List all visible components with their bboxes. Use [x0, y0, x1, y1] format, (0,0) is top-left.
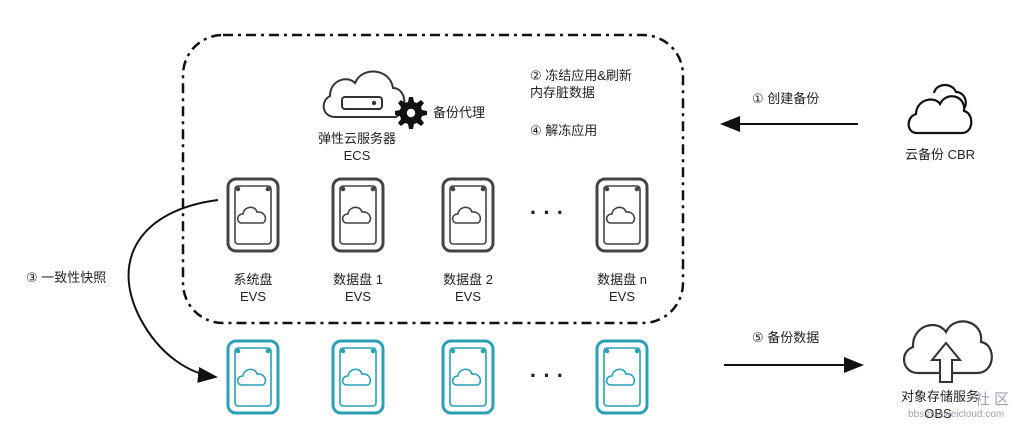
- obs-label-line2: OBS: [924, 406, 952, 421]
- disk-name-label: 数据盘 n: [597, 272, 647, 287]
- ecs-name-label: 弹性云服务器: [317, 131, 397, 146]
- disk-name-label: 数据盘 2: [443, 272, 493, 287]
- snapshot-disk-row: [226, 339, 649, 415]
- watermark-url: bbs.huaweicloud.com: [908, 409, 1005, 420]
- evs-disk-icon: [441, 177, 495, 253]
- obs-cloud-icon: [903, 320, 993, 383]
- snapshot-disk-icon: [226, 339, 280, 415]
- disk-type-label: EVS: [344, 289, 372, 304]
- step2-label-line1: ② 冻结应用&刷新: [530, 68, 632, 83]
- evs-disk-icon: [331, 177, 385, 253]
- disk-name-label: 数据盘 1: [333, 272, 383, 287]
- evs-disk-row: [226, 177, 649, 253]
- ecs-boundary: [181, 33, 685, 325]
- watermark-text: 社 区: [975, 391, 1010, 408]
- evs-disk-icon: [595, 177, 649, 253]
- snapshot-disk-icon: [331, 339, 385, 415]
- snapshot-ellipsis: · · ·: [529, 363, 565, 388]
- cbr-label: 云备份 CBR: [904, 147, 976, 162]
- gear-icon: [395, 97, 427, 129]
- snapshot-disk-icon: [441, 339, 495, 415]
- disk-type-label: EVS: [608, 289, 636, 304]
- evs-disk-icon: [226, 177, 280, 253]
- backup-agent-label: 备份代理: [433, 105, 486, 120]
- cbr-cloud-icon: [907, 83, 973, 135]
- ecs-server-icon: [322, 70, 406, 118]
- step1-label: ① 创建备份: [752, 91, 820, 106]
- snapshot-curve-arrow: [127, 199, 219, 383]
- ecs-sub-label: ECS: [343, 148, 371, 163]
- step2-label-line2: 内存脏数据: [530, 85, 596, 100]
- disk-type-label: EVS: [239, 289, 267, 304]
- disk-type-label: EVS: [454, 289, 482, 304]
- step5-label: ⑤ 备份数据: [752, 330, 820, 345]
- step4-label: ④ 解冻应用: [530, 123, 598, 138]
- step3-label: ③ 一致性快照: [26, 270, 107, 285]
- snapshot-disk-icon: [595, 339, 649, 415]
- disk-ellipsis: · · ·: [529, 200, 565, 225]
- disk-name-label: 系统盘: [233, 272, 273, 287]
- obs-label-line1: 对象存储服务: [900, 389, 980, 404]
